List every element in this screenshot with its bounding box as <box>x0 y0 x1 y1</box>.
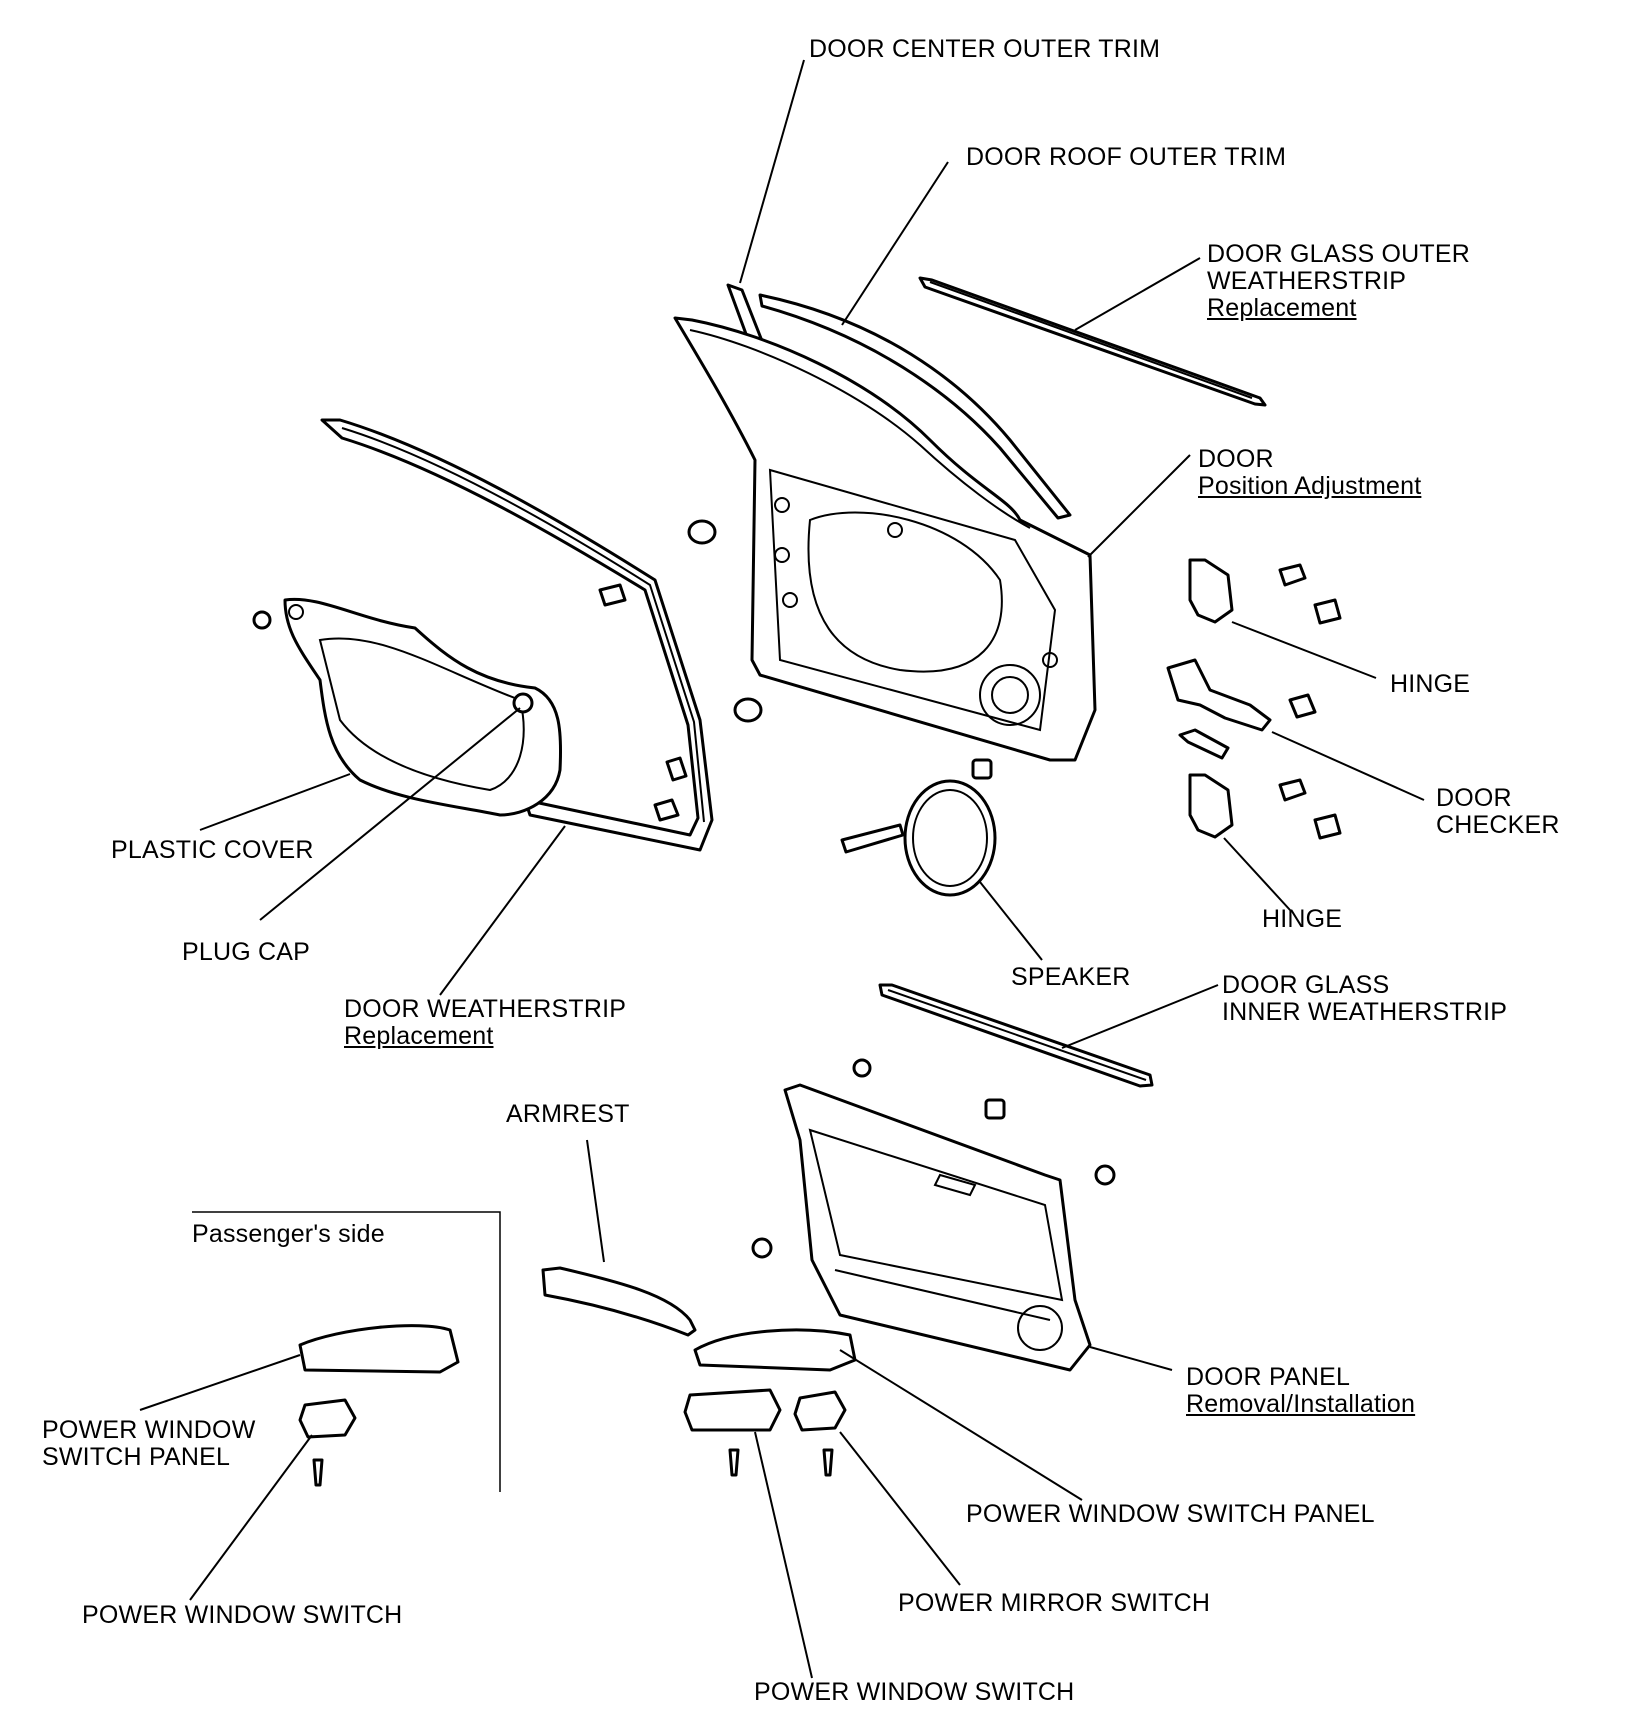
label-door-panel: DOOR PANEL Removal/Installation <box>1186 1363 1416 1418</box>
label-door-glass-outer-weatherstrip: DOOR GLASS OUTER WEATHERSTRIP Replacemen… <box>1207 240 1470 322</box>
door-shell <box>673 316 1097 762</box>
label-door-glass-inner-weatherstrip: DOOR GLASS INNER WEATHERSTRIP <box>1222 971 1508 1026</box>
label-plug-cap: PLUG CAP <box>182 938 311 966</box>
clips <box>252 583 688 822</box>
label-power-window-switch-right: POWER WINDOW SWITCH <box>754 1678 1075 1706</box>
leader-lines <box>139 59 1425 1679</box>
power-window-switch-panel-right <box>693 1328 857 1372</box>
label-power-mirror-switch: POWER MIRROR SWITCH <box>898 1589 1211 1617</box>
plastic-cover <box>283 597 563 817</box>
power-window-switch-right <box>683 1388 782 1432</box>
screws <box>312 1448 834 1487</box>
label-door-weatherstrip: DOOR WEATHERSTRIP Replacement <box>344 995 627 1050</box>
label-door-roof-outer-trim: DOOR ROOF OUTER TRIM <box>966 143 1287 171</box>
label-door: DOOR Position Adjustment <box>1198 445 1422 500</box>
door-glass-outer-weatherstrip <box>918 276 1267 407</box>
label-power-window-switch-panel-right: POWER WINDOW SWITCH PANEL <box>966 1500 1375 1528</box>
armrest <box>541 1266 697 1337</box>
label-passengers-side: Passenger's side <box>192 1220 385 1248</box>
power-mirror-switch <box>793 1390 847 1432</box>
link-replacement-outer[interactable]: Replacement <box>1207 294 1357 322</box>
label-hinge-upper: HINGE <box>1390 670 1471 698</box>
label-speaker: SPEAKER <box>1011 963 1131 991</box>
link-removal-installation[interactable]: Removal/Installation <box>1186 1390 1416 1418</box>
link-replacement-weatherstrip[interactable]: Replacement <box>344 1022 494 1050</box>
door-panel <box>783 1083 1092 1372</box>
door-roof-outer-trim <box>758 293 1072 520</box>
label-door-center-outer-trim: DOOR CENTER OUTER TRIM <box>809 35 1161 63</box>
power-window-switch-left <box>298 1398 357 1439</box>
label-armrest: ARMREST <box>506 1100 630 1128</box>
label-hinge-lower: HINGE <box>1262 905 1343 933</box>
panel-clips <box>751 1058 1116 1259</box>
hinge-lower <box>1188 773 1342 840</box>
plug-cap <box>512 692 534 714</box>
speaker <box>840 779 997 897</box>
label-door-checker: DOOR CHECKER <box>1436 784 1560 839</box>
label-power-window-switch-left: POWER WINDOW SWITCH <box>82 1601 403 1629</box>
link-position-adjustment[interactable]: Position Adjustment <box>1198 472 1422 500</box>
label-power-window-switch-panel-left: POWER WINDOW SWITCH PANEL <box>42 1416 256 1471</box>
hinge-upper <box>1188 558 1342 625</box>
rubber-plugs <box>687 519 993 780</box>
door-glass-inner-weatherstrip <box>878 983 1154 1088</box>
passengers-side-frame <box>192 1211 501 1492</box>
label-plastic-cover: PLASTIC COVER <box>111 836 314 864</box>
door-checker <box>1166 658 1317 760</box>
power-window-switch-panel-left <box>298 1324 460 1374</box>
